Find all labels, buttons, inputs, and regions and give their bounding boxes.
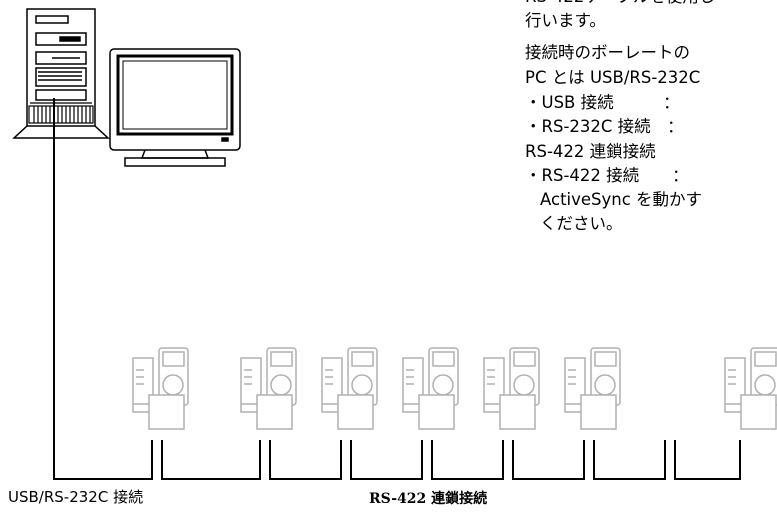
wiring [53, 98, 741, 480]
note-line-9: ActiveSync を動かす [540, 190, 703, 209]
note-line-10: ください。 [540, 214, 623, 233]
tower-pc-icon [12, 8, 110, 139]
handheld-device-icon [240, 347, 297, 430]
note-line-1: RS-422ケーブルを使用し [525, 0, 715, 9]
note-line-7: RS-422 連鎖接続 [525, 142, 656, 161]
note-line-4: PC とは USB/RS-232C [525, 68, 701, 87]
handheld-device-icon [564, 347, 621, 430]
handheld-device-icon [483, 347, 540, 430]
note-line-5: ・USB 接続 ： [525, 93, 680, 112]
note-line-8: ・RS-422 接続 ： [525, 166, 689, 185]
note-line-2: 行います。 [525, 11, 606, 30]
monitor-icon [109, 48, 241, 167]
handheld-device-icon [724, 347, 777, 430]
devices [132, 347, 777, 430]
handheld-device-icon [321, 347, 378, 430]
note-line-3: 接続時のボーレートの [525, 43, 690, 62]
pc-link-caption: USB/RS-232C 接続 [8, 488, 144, 506]
handheld-device-icon [402, 347, 459, 430]
note-line-6: ・RS-232C 接続 ： [525, 117, 684, 136]
handheld-device-icon [132, 347, 189, 430]
chain-link-caption: RS-422 連鎖接続 [369, 491, 488, 507]
